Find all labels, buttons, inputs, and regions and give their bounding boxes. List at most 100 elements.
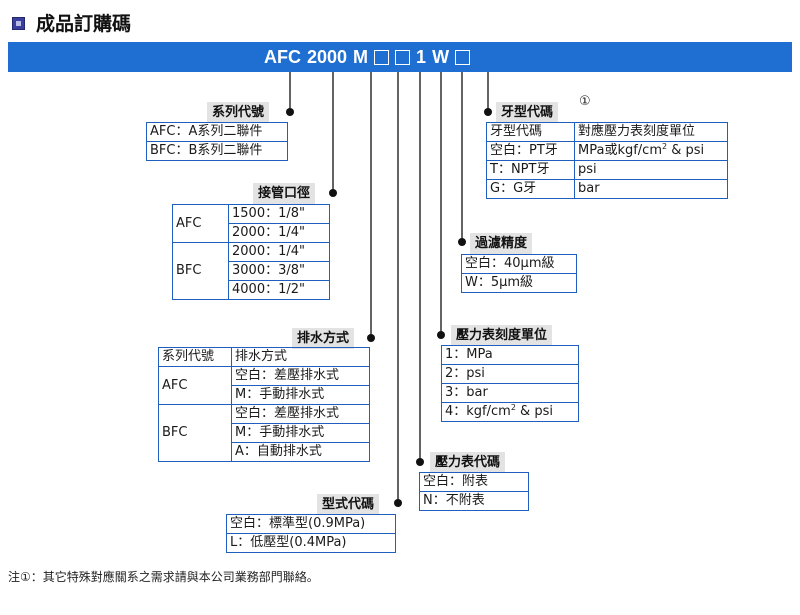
connector-dot [458,238,466,246]
model-code-bar [8,42,792,72]
thread-cell: psi [574,160,728,180]
table-row: 2000：1/4" [173,223,330,243]
table-row: AFC 空白：差壓排水式 [158,366,370,405]
table-row: 4000：1/2" [173,280,330,300]
connector-dot [484,108,492,116]
table-row: G：G牙 bar [486,179,728,199]
gauge-cell: 空白：附表 [419,472,529,492]
gauge-unit-cell: 4：kgf/cm2 & psi [441,402,579,422]
port-cell: 2000：1/4" [228,223,330,243]
port-label: 接管口徑 [253,183,316,204]
model-code: AFC 2000 M 1 W [264,45,471,69]
table-row: BFC 空白：差壓排水式 [158,404,370,462]
thread-label: 牙型代碼 [496,102,559,123]
drain-header: 排水方式 [231,347,370,367]
thread-table: 牙型代碼 對應壓力表刻度單位 空白：PT牙 MPa或kgf/cm2 & psi … [486,122,728,199]
port-group-name: AFC [172,204,229,243]
drain-label: 排水方式 [292,328,355,349]
filter-cell: 空白：40μm級 [461,254,577,274]
port-cell: 2000：1/4" [228,242,330,262]
table-row: 系列代號 排水方式 [158,347,370,367]
model-code-slot-box [374,49,390,65]
drain-cell: 空白：差壓排水式 [231,366,370,386]
table-row: 牙型代碼 對應壓力表刻度單位 [486,122,728,142]
drain-group-name: AFC [158,366,232,405]
table-row: 3：bar [441,383,579,403]
thread-cell: T：NPT牙 [486,160,575,180]
gauge-unit-cell: 2：psi [441,364,579,384]
title-bullet-icon [12,17,25,30]
port-cell: 1500：1/8" [228,204,330,224]
drain-table: 系列代號 排水方式 AFC 空白：差壓排水式 M：手動排水式 BFC 空白：差壓… [158,347,370,462]
thread-footnote-mark: ① [579,94,591,109]
drain-cell: 空白：差壓排水式 [231,404,370,424]
gauge-unit-suffix: & psi [515,404,553,419]
drain-group-name: BFC [158,404,232,462]
table-row: T：NPT牙 psi [486,160,728,180]
gauge-unit-sup: 2 [510,403,516,412]
gauge-cell: N：不附表 [419,491,529,511]
connector-dot [416,458,424,466]
table-row: AFC 1500：1/8" [172,204,330,243]
table-row: BFC：B系列二聯件 [146,141,288,161]
model-code-slot-box [395,49,411,65]
connector-dot [437,331,445,339]
table-row: N：不附表 [419,491,529,511]
gauge-unit-table: 1：MPa 2：psi 3：bar 4：kgf/cm2 & psi [441,345,579,422]
series-label: 系列代號 [207,102,270,123]
drain-cell: A：自動排水式 [231,442,370,462]
gauge-unit-cell: 1：MPa [441,345,579,365]
page-title: 成品訂購碼 [36,13,132,35]
model-type-cell: 空白：標準型(0.9MPa) [226,514,396,534]
model-code-slot-box [455,49,471,65]
drain-cell: M：手動排水式 [231,385,370,405]
thread-cell: G：G牙 [486,179,575,199]
model-code-digit: 1 [416,46,427,67]
table-row: 空白：PT牙 MPa或kgf/cm2 & psi [486,141,728,161]
thread-header: 對應壓力表刻度單位 [574,122,728,142]
table-row: A：自動排水式 [159,442,370,462]
gauge-unit-label: 壓力表刻度單位 [451,325,553,346]
thread-unit-suffix: & psi [667,143,705,158]
table-row: AFC：A系列二聯件 [146,122,288,142]
gauge-table: 空白：附表 N：不附表 [419,472,529,511]
thread-unit-text: MPa或kgf/cm [578,143,662,158]
table-row: BFC 2000：1/4" [172,242,330,300]
table-row: 空白：40μm級 [461,254,577,274]
series-cell: BFC：B系列二聯件 [146,141,288,161]
table-row: 空白：標準型(0.9MPa) [226,514,396,534]
filter-cell: W：5μm級 [461,273,577,293]
table-row: L：低壓型(0.4MPa) [226,533,396,553]
port-cell: 4000：1/2" [228,280,330,300]
model-code-series: AFC [264,46,301,67]
table-row: 空白：附表 [419,472,529,492]
table-row: M：手動排水式 [159,385,370,405]
connector-dot [394,499,402,507]
thread-cell: MPa或kgf/cm2 & psi [574,141,728,161]
gauge-unit-text: 4：kgf/cm [445,404,511,419]
drain-header: 系列代號 [158,347,232,367]
gauge-unit-cell: 3：bar [441,383,579,403]
thread-header: 牙型代碼 [486,122,575,142]
filter-table: 空白：40μm級 W：5μm級 [461,254,577,293]
table-row: W：5μm級 [461,273,577,293]
filter-label: 過濾精度 [470,233,533,254]
model-code-w: W [432,46,450,67]
port-group-name: BFC [172,242,229,300]
port-cell: 3000：3/8" [228,261,330,281]
model-code-size: 2000 [307,46,348,67]
gauge-label: 壓力表代碼 [430,452,506,473]
thread-cell: bar [574,179,728,199]
drain-cell: M：手動排水式 [231,423,370,443]
thread-cell: 空白：PT牙 [486,141,575,161]
connector-dot [367,334,375,342]
model-type-table: 空白：標準型(0.9MPa) L：低壓型(0.4MPa) [226,514,396,553]
model-code-m: M [353,46,369,67]
series-table: AFC：A系列二聯件 BFC：B系列二聯件 [146,122,288,161]
thread-unit-sup: 2 [662,142,668,151]
model-type-label: 型式代碼 [317,494,380,515]
table-row: 4：kgf/cm2 & psi [441,402,579,422]
series-cell: AFC：A系列二聯件 [146,122,288,142]
port-table: AFC 1500：1/8" 2000：1/4" BFC 2000：1/4" 30… [172,204,330,300]
